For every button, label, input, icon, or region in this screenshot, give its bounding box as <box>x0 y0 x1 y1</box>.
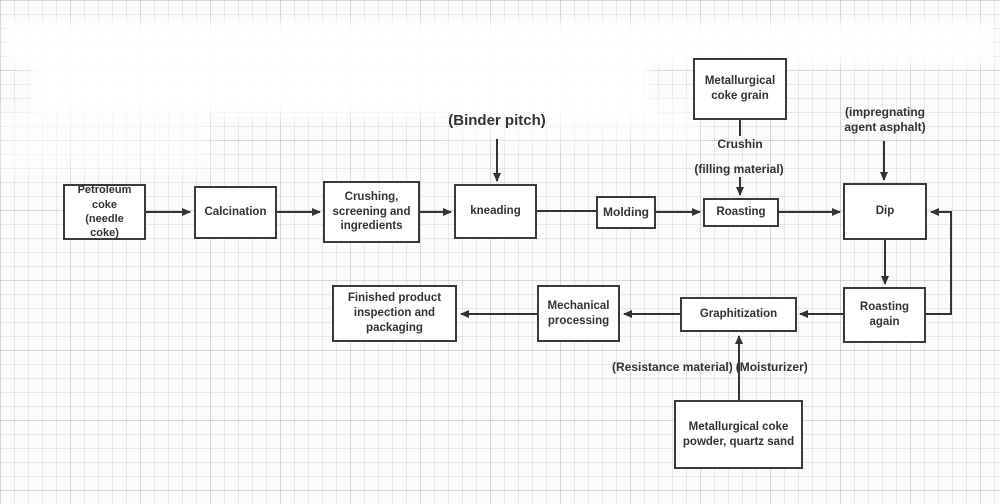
annotation-crushin: Crushin <box>717 137 763 151</box>
node-roasting: Roasting <box>703 198 779 227</box>
node-kneading: kneading <box>454 184 537 239</box>
node-roasting-again: Roasting again <box>843 287 926 343</box>
node-label: Finished product inspection and packagin… <box>347 292 442 334</box>
node-label: Dip <box>875 205 895 218</box>
node-label: kneading <box>470 205 521 218</box>
annotation-filling-material: (filling material) <box>694 162 784 176</box>
node-label: Roasting <box>716 206 766 219</box>
annotation-impregnating-agent: (impregnating agent asphalt) <box>844 105 926 134</box>
node-label: Calcination <box>204 206 267 219</box>
node-metallurgical-coke-powder: Metallurgical coke powder, quartz sand <box>674 400 803 469</box>
node-petroleum-coke: Petroleum coke (needle coke) <box>63 184 146 240</box>
annotation-binder-pitch: (Binder pitch) <box>448 112 546 129</box>
node-dip: Dip <box>843 183 927 240</box>
node-label: Graphitization <box>699 308 778 321</box>
annotation-moisturizer: (Moisturizer) <box>735 360 808 374</box>
node-calcination: Calcination <box>194 186 277 239</box>
node-label: Molding <box>603 204 649 219</box>
node-graphitization: Graphitization <box>680 297 797 332</box>
annotation-resistance-material: (Resistance material) <box>612 360 733 374</box>
node-label: Petroleum coke (needle coke) <box>77 184 132 240</box>
node-finished-product: Finished product inspection and packagin… <box>332 285 457 342</box>
arrow-roasting-again-loop-to-dip <box>926 208 952 315</box>
annotation-resistance-moisturizer: (Resistance material) (Moisturizer) <box>612 360 808 375</box>
node-crushing-screening: Crushing, screening and ingredients <box>323 181 420 243</box>
node-metallurgical-coke-grain: Metallurgical coke grain <box>693 58 787 120</box>
node-molding: Molding <box>596 196 656 229</box>
node-label: Roasting again <box>859 301 910 328</box>
node-label: Crushing, screening and ingredients <box>332 190 411 233</box>
node-label: Metallurgical coke grain <box>704 75 776 102</box>
node-label: Metallurgical coke powder, quartz sand <box>682 420 795 448</box>
node-mechanical-processing: Mechanical processing <box>537 285 620 342</box>
node-label: Mechanical processing <box>547 299 610 327</box>
